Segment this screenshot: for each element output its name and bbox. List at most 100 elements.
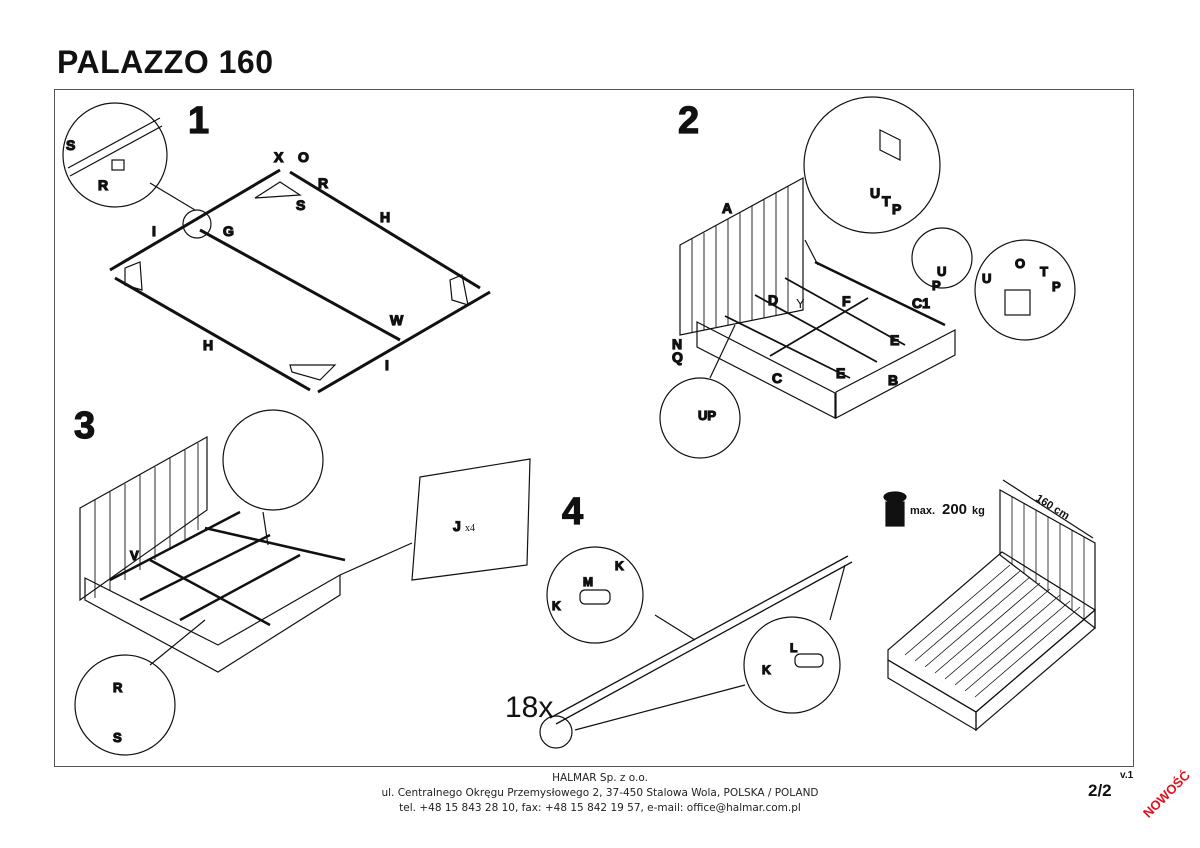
panel-j-label: J: [453, 518, 461, 534]
side-rail-c1: [814, 260, 946, 327]
label-y: Y: [796, 296, 805, 311]
label-s3: S: [113, 730, 122, 745]
panel-j: [411, 458, 531, 581]
label-p: P: [892, 201, 901, 217]
step-4-diagram: 4 K M K K L 18x: [505, 490, 853, 749]
step-2-number: 2: [678, 100, 699, 142]
corner-bracket-top: [254, 181, 302, 199]
bed-foot-final: [975, 608, 1096, 732]
label-h2: H: [203, 337, 213, 353]
specs-diagram: max. 200 kg 160 cm: [883, 479, 1097, 732]
bed-base-3: [84, 573, 341, 673]
step-2-diagram: 2 A U T P U P O: [659, 96, 1076, 459]
label-w: W: [390, 312, 404, 328]
label-r2: R: [318, 175, 328, 191]
slats-final: [904, 564, 1081, 698]
bed-base-final: [887, 551, 1097, 713]
footer-company: HALMAR Sp. z o.o.: [552, 772, 648, 784]
step-1-number: 1: [188, 100, 209, 142]
weight-icon: [883, 491, 907, 527]
label-b: B: [888, 372, 898, 388]
label-p2: P: [932, 278, 941, 293]
detail-circle-3a: [222, 409, 324, 511]
detail-circle-4a: [546, 546, 644, 644]
document-title: PALAZZO 160: [57, 44, 274, 80]
label-h: H: [380, 209, 390, 225]
label-s: S: [66, 137, 75, 153]
slat-end-cap-l: [794, 653, 824, 668]
detail-circle-3b: [74, 654, 176, 756]
label-g: G: [223, 223, 234, 239]
step-3-diagram: 3 V R S: [73, 404, 531, 756]
side-rail-c: [696, 321, 836, 419]
max-load-prefix: max.: [910, 505, 935, 517]
label-up: UP: [698, 408, 716, 423]
bracket-icon: [111, 159, 125, 171]
label-a: A: [722, 200, 732, 216]
rail-h-left: [114, 276, 311, 392]
label-t: T: [882, 193, 891, 209]
rail-h-right: [289, 170, 481, 290]
max-load-unit: kg: [972, 505, 985, 517]
lift-frame: [109, 510, 241, 582]
label-m: M: [583, 575, 593, 589]
label-l: L: [790, 641, 797, 655]
detail-circle-2a: [803, 96, 941, 234]
label-k3: K: [762, 663, 771, 677]
dimension-arrow: [1002, 479, 1094, 539]
label-e: E: [890, 332, 899, 348]
width-dimension: 160 cm: [1033, 492, 1071, 522]
detail-circle-4b: [743, 616, 841, 714]
label-d: D: [768, 292, 778, 308]
label-o: O: [298, 149, 309, 165]
label-n: N: [672, 336, 682, 352]
footer: HALMAR Sp. z o.o. ul. Centralnego Okręgu…: [300, 771, 900, 816]
label-i2: I: [385, 357, 389, 373]
slat-k: [549, 555, 849, 719]
detail-circle-4c: [539, 715, 573, 749]
center-beam-f: [769, 297, 869, 357]
detail-circle-2d: [659, 377, 741, 459]
label-v: V: [130, 548, 139, 563]
corner-bracket-left: [124, 261, 143, 291]
detail-circle-1a: [62, 102, 168, 208]
step-4-number: 4: [562, 491, 583, 533]
label-u2: U: [937, 264, 946, 279]
label-x: X: [274, 149, 284, 165]
max-load-value: 200: [942, 501, 967, 518]
label-r: R: [98, 177, 108, 193]
version-label: v.1: [1120, 770, 1134, 781]
headboard: [679, 176, 804, 336]
rail-i-top: [109, 168, 281, 272]
step-3-number: 3: [74, 405, 95, 447]
slat-holder-m: [579, 589, 611, 605]
label-r3: R: [113, 680, 123, 695]
headboard-3: [79, 435, 208, 602]
corner-bracket-right: [449, 274, 469, 306]
page-number: 2/2: [1088, 781, 1112, 800]
label-k: K: [552, 599, 561, 613]
rail-g-center: [199, 228, 401, 342]
label-c: C: [772, 370, 782, 386]
slat-quantity: 18x: [505, 691, 553, 724]
label-f: F: [842, 293, 851, 309]
step-1-diagram: 1 S R X O R S I: [62, 99, 491, 394]
label-u: U: [870, 185, 880, 201]
corner-plate: [1004, 289, 1031, 316]
detail-circle-2c: [974, 239, 1076, 341]
metal-bracket: [879, 129, 901, 161]
footer-contact: tel. +48 15 843 28 10, fax: +48 15 842 1…: [399, 802, 801, 814]
label-t2: T: [1040, 264, 1048, 279]
label-o2: O: [1015, 256, 1025, 271]
rail-i-bottom: [317, 290, 491, 394]
detail-circle-1b: [182, 209, 212, 239]
label-i: I: [152, 223, 156, 239]
label-u3: U: [982, 271, 991, 286]
diagram-frame: [54, 89, 1134, 767]
label-c1: C1: [912, 295, 930, 311]
footer-address: ul. Centralnego Okręgu Przemysłowego 2, …: [381, 787, 819, 799]
label-e2: E: [836, 365, 845, 381]
bed-side-final: [887, 658, 977, 732]
foot-rail-b: [835, 329, 956, 419]
